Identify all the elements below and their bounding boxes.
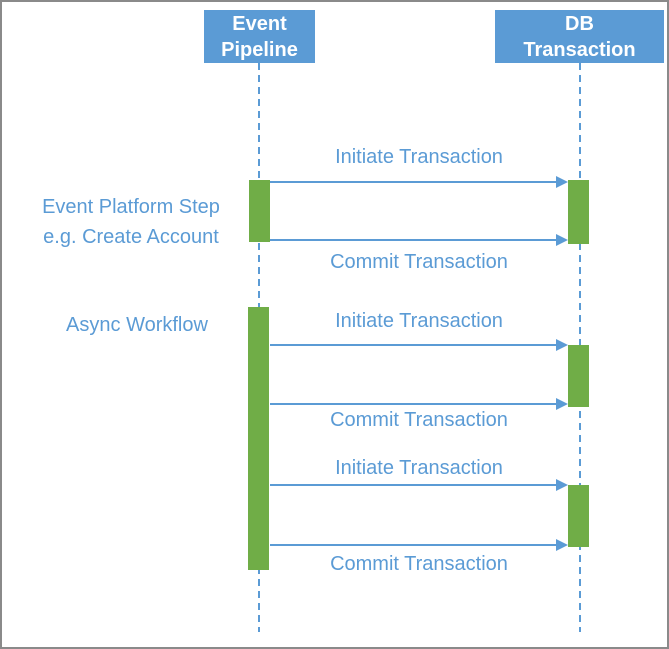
arrowhead-right-icon — [556, 234, 568, 246]
actor-label-line: Pipeline — [221, 38, 298, 61]
annotation-event-platform-step: Event Platform Step e.g. Create Account — [20, 192, 242, 252]
message-arrow-initiate-2 — [270, 339, 568, 351]
actor-label-line: Event — [232, 12, 287, 35]
arrow-line — [270, 484, 557, 486]
message-label-initiate-2: Initiate Transaction — [335, 310, 503, 332]
annotation-async-workflow: Async Workflow — [37, 310, 237, 340]
arrow-line — [270, 239, 557, 241]
arrow-line — [270, 544, 557, 546]
activation-bar-db-3 — [568, 485, 589, 547]
message-label-commit-1: Commit Transaction — [330, 251, 508, 273]
arrow-line — [270, 181, 557, 183]
message-arrow-commit-1 — [270, 234, 568, 246]
arrow-line — [270, 344, 557, 346]
annotation-line: Event Platform Step — [42, 196, 220, 218]
annotation-line: e.g. Create Account — [43, 226, 219, 248]
actor-box-event-pipeline: Event Pipeline — [204, 10, 315, 63]
message-label-commit-2: Commit Transaction — [330, 409, 508, 431]
message-arrow-commit-3 — [270, 539, 568, 551]
arrowhead-right-icon — [556, 339, 568, 351]
message-arrow-commit-2 — [270, 398, 568, 410]
arrowhead-right-icon — [556, 539, 568, 551]
message-arrow-initiate-3 — [270, 479, 568, 491]
actor-label-line: DB — [565, 12, 594, 35]
arrowhead-right-icon — [556, 398, 568, 410]
activation-bar-async-workflow — [248, 307, 269, 570]
message-label-initiate-3: Initiate Transaction — [335, 457, 503, 479]
activation-bar-event-step — [249, 180, 270, 242]
actor-box-db-transaction: DB Transaction — [495, 10, 664, 63]
arrow-line — [270, 403, 557, 405]
arrowhead-right-icon — [556, 176, 568, 188]
annotation-line: Async Workflow — [66, 314, 208, 336]
message-arrow-initiate-1 — [270, 176, 568, 188]
message-label-commit-3: Commit Transaction — [330, 553, 508, 575]
activation-bar-db-1 — [568, 180, 589, 244]
message-label-initiate-1: Initiate Transaction — [335, 146, 503, 168]
actor-label-line: Transaction — [523, 38, 636, 61]
arrowhead-right-icon — [556, 479, 568, 491]
activation-bar-db-2 — [568, 345, 589, 407]
